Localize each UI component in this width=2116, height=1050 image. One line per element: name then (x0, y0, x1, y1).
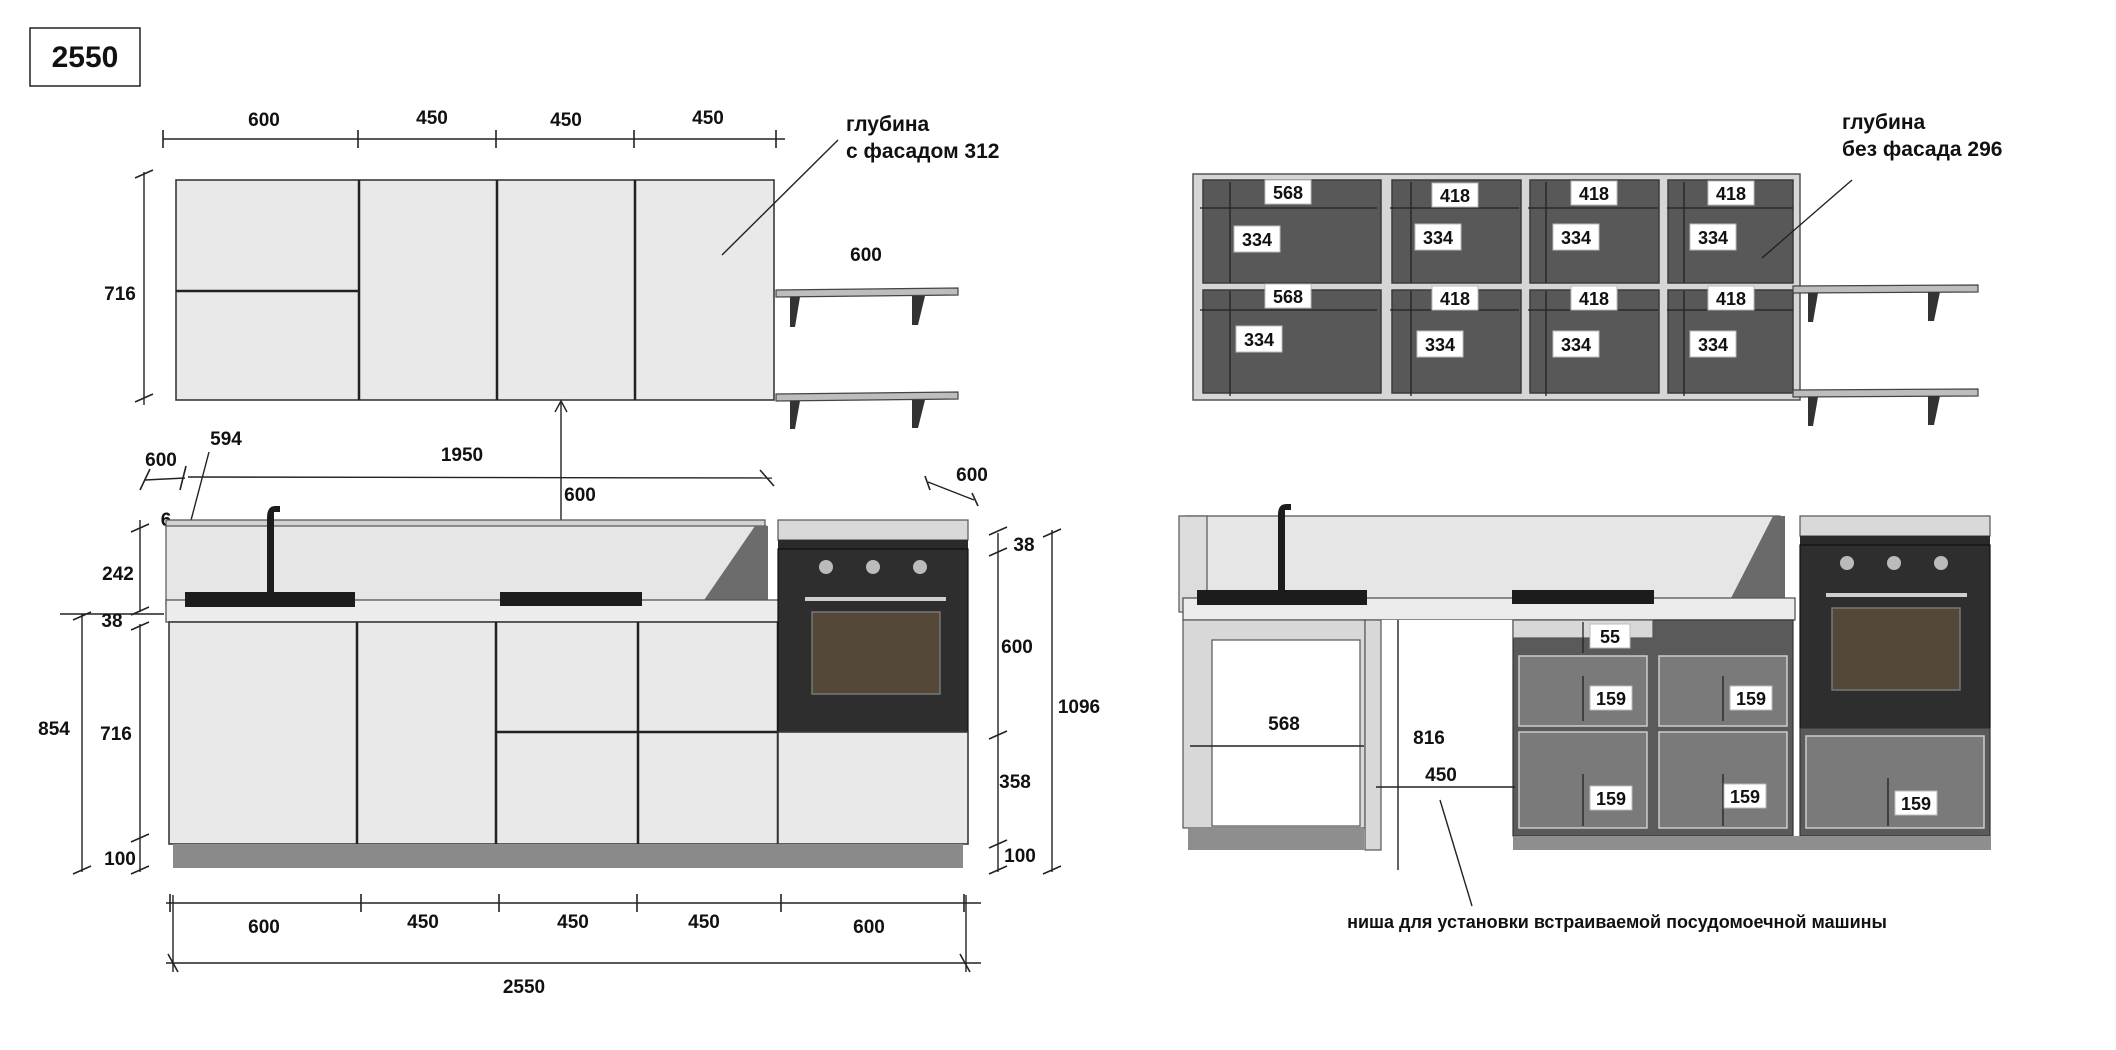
inner-height-r2-c1: 334 (1244, 330, 1274, 350)
dim-oven-100: 100 (1004, 846, 1036, 867)
hob-right-icon (1512, 590, 1654, 604)
inner-height-r2-c4: 334 (1698, 335, 1728, 355)
dim-816: 816 (1413, 728, 1445, 749)
dim-450-niche: 450 (1425, 765, 1457, 786)
depth-note-right-line2: без фасада 296 (1842, 138, 2002, 161)
upper-right-interior: 568 418 418 418 568 418 418 418 334 334 … (1192, 111, 2002, 426)
dim-159-d: 159 (1730, 787, 1760, 807)
title-box: 2550 (29, 27, 141, 87)
title-text: 2550 (52, 41, 119, 74)
upper-width-1: 600 (248, 110, 280, 131)
dim-gap-600: 600 (564, 485, 596, 506)
base-width-4: 450 (688, 912, 720, 933)
left-vertical-dims: 242 38 854 716 100 (38, 520, 164, 875)
dim-100-left: 100 (104, 849, 136, 870)
open-shelf-right-bottom (1792, 388, 1979, 426)
niche-note: ниша для установки встраиваемой посудомо… (1347, 912, 1887, 932)
dim-1950: 1950 (441, 445, 483, 466)
inner-width-r2-c4: 418 (1716, 289, 1746, 309)
open-shelf-bottom (775, 391, 959, 429)
upper-width-3: 450 (550, 110, 582, 131)
depth-note-right-line1: глубина (1842, 111, 1926, 134)
dim-38: 38 (101, 611, 122, 632)
faucet-right-icon (1278, 504, 1291, 590)
lower-right-interior: 568 816 450 55 159 159 159 159 159 ниша … (1178, 504, 1991, 932)
dim-55: 55 (1600, 627, 1620, 647)
dim-1096: 1096 (1058, 697, 1100, 718)
dim-159-b: 159 (1736, 689, 1766, 709)
dim-oven-38: 38 (1013, 535, 1034, 556)
dim-159-c: 159 (1596, 789, 1626, 809)
oven-column-dims: 38 600 358 100 1096 (988, 526, 1100, 875)
dim-oven-depth: 600 (956, 465, 988, 486)
upper-left-cabinets: 600 450 450 450 716 глубина с фасадом 31… (104, 108, 999, 429)
inner-width-r1-c2: 418 (1440, 186, 1470, 206)
depth-note-line1: глубина (846, 113, 930, 136)
depth-note-line2: с фасадом 312 (846, 140, 999, 163)
upper-width-4: 450 (692, 108, 724, 129)
dim-oven-358: 358 (999, 772, 1031, 793)
inner-height-r1-c2: 334 (1423, 228, 1453, 248)
base-width-2: 450 (407, 912, 439, 933)
dim-242: 242 (102, 564, 134, 585)
upper-height: 716 (104, 284, 136, 305)
base-width-1: 600 (248, 917, 280, 938)
inner-width-r1-c3: 418 (1579, 184, 1609, 204)
inner-width-r1-c4: 418 (1716, 184, 1746, 204)
lower-left-front (165, 506, 969, 868)
inner-height-r1-c4: 334 (1698, 228, 1728, 248)
hob-icon (500, 592, 642, 606)
inner-height-r2-c2: 334 (1425, 335, 1455, 355)
shelf-width: 600 (850, 245, 882, 266)
dim-716-base: 716 (100, 724, 132, 745)
inner-height-r1-c1: 334 (1242, 230, 1272, 250)
inner-width-r1-c1: 568 (1273, 183, 1303, 203)
inner-width-r2-c2: 418 (1440, 289, 1470, 309)
inner-width-r2-c3: 418 (1579, 289, 1609, 309)
faucet-icon (267, 506, 280, 592)
upper-width-2: 450 (416, 108, 448, 129)
base-width-3: 450 (557, 912, 589, 933)
dim-600-left: 600 (145, 450, 177, 471)
dim-854: 854 (38, 719, 70, 740)
inner-width-r2-c1: 568 (1273, 287, 1303, 307)
base-width-5: 600 (853, 917, 885, 938)
inner-height-r2-c3: 334 (1561, 335, 1591, 355)
open-shelf-right-top (1792, 284, 1979, 322)
inner-height-r1-c3: 334 (1561, 228, 1591, 248)
dim-159-a: 159 (1596, 689, 1626, 709)
dim-594: 594 (210, 429, 242, 450)
open-shelf-top (775, 287, 959, 327)
base-total-width: 2550 (503, 977, 545, 998)
dim-568-base: 568 (1268, 714, 1300, 735)
bottom-left-dims: 600 450 450 450 600 2550 (166, 894, 981, 998)
dim-159-e: 159 (1901, 794, 1931, 814)
dim-oven-600: 600 (1001, 637, 1033, 658)
